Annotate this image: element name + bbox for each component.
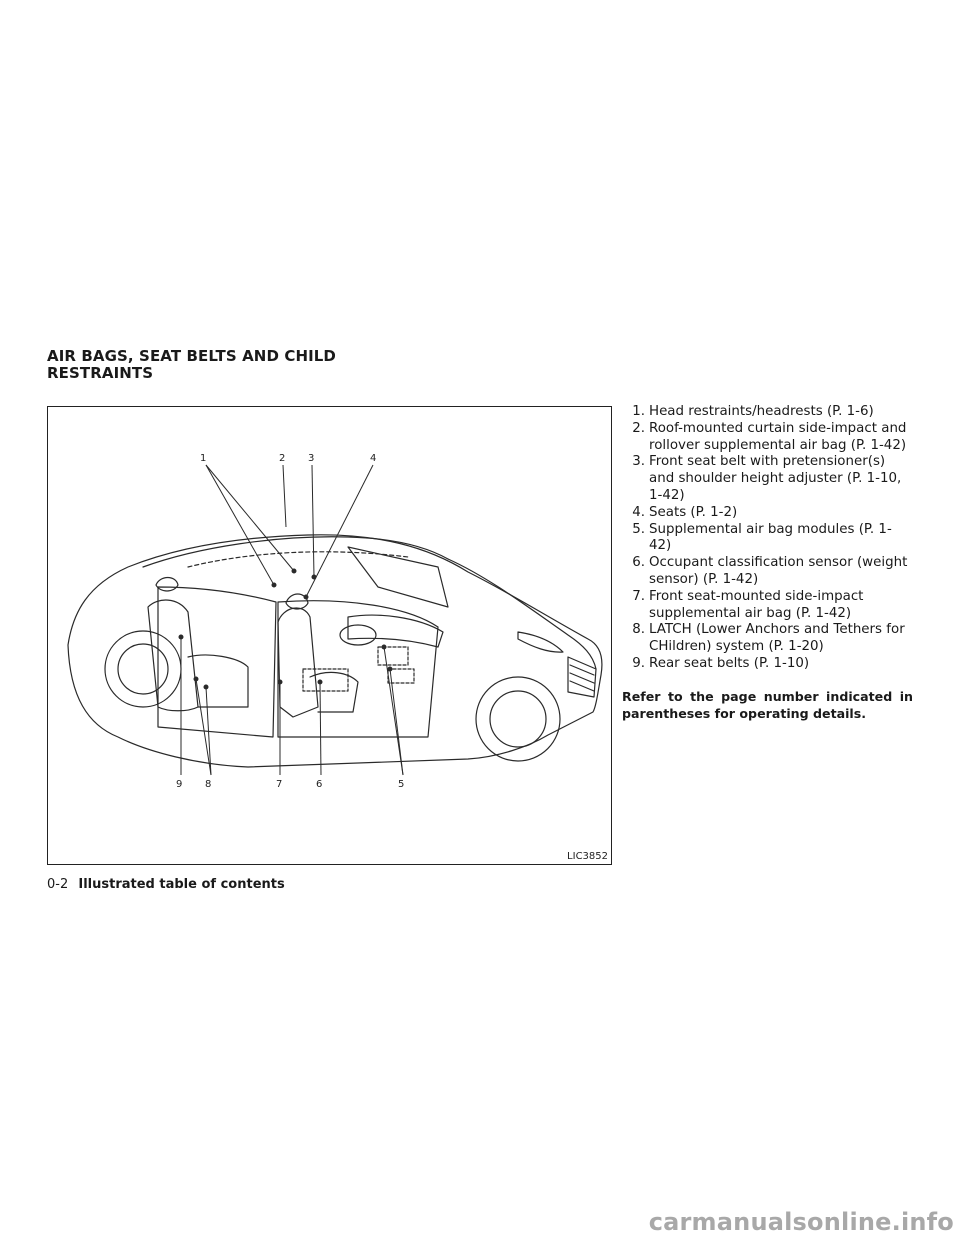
legend-list: 1.Head restraints/headrests (P. 1-6) 2.R… bbox=[622, 404, 912, 673]
legend-num: 9. bbox=[632, 655, 645, 671]
airbag-module bbox=[377, 646, 409, 666]
legend-num: 1. bbox=[632, 404, 645, 419]
legend-item: 8.LATCH (Lower Anchors and Tethers for C… bbox=[622, 622, 912, 656]
page-footer: 0-2 Illustrated table of contents bbox=[47, 877, 285, 892]
weight-sensor bbox=[302, 668, 349, 692]
legend-item: 9.Rear seat belts (P. 1-10) bbox=[622, 656, 912, 673]
legend-num: 5. bbox=[632, 521, 645, 537]
legend-text: Rear seat belts (P. 1-10) bbox=[649, 655, 810, 671]
legend-num: 6. bbox=[632, 555, 645, 571]
legend-num: 4. bbox=[632, 504, 645, 520]
callout-3: 3 bbox=[308, 453, 315, 464]
car-cutaway-drawing bbox=[67, 464, 603, 776]
page-number: 0-2 bbox=[47, 877, 69, 892]
legend-text: Front seat belt with pretensioner(s) and… bbox=[649, 454, 902, 503]
callout-7: 7 bbox=[276, 779, 283, 790]
chapter-title: Illustrated table of contents bbox=[78, 877, 285, 892]
legend-num: 8. bbox=[632, 622, 645, 638]
legend-num: 3. bbox=[632, 454, 645, 470]
legend-num: 2. bbox=[632, 420, 645, 436]
car-hood bbox=[447, 558, 597, 670]
car-illustration-figure: 1 2 3 4 5 6 7 8 9 LIC3852 bbox=[47, 406, 612, 865]
steering-wheel bbox=[339, 624, 377, 646]
legend-num: 7. bbox=[632, 588, 645, 604]
callout-2: 2 bbox=[279, 453, 286, 464]
legend-item: 4.Seats (P. 1-2) bbox=[622, 505, 912, 522]
windshield bbox=[347, 546, 449, 608]
callout-4: 4 bbox=[370, 453, 377, 464]
legend-item: 7.Front seat-mounted side-impact supplem… bbox=[622, 589, 912, 623]
callout-9: 9 bbox=[176, 779, 183, 790]
legend-item: 3.Front seat belt with pretensioner(s) a… bbox=[622, 454, 912, 504]
legend-text: Head restraints/headrests (P. 1-6) bbox=[649, 404, 874, 419]
grille bbox=[567, 656, 597, 698]
legend-text: Seats (P. 1-2) bbox=[649, 504, 738, 520]
section-heading-line1: AIR BAGS, SEAT BELTS AND CHILD bbox=[47, 347, 336, 365]
rear-headrest bbox=[155, 576, 179, 592]
rear-door-opening bbox=[157, 586, 277, 738]
legend-text: Supplemental air bag modules (P. 1-42) bbox=[649, 521, 892, 554]
legend-item: 1. Head restraints/headrests (P. 1-6) bbox=[622, 404, 912, 421]
front-door-opening bbox=[277, 600, 439, 738]
legend-text: Front seat-mounted side-impact supplemen… bbox=[649, 588, 864, 621]
front-wheel bbox=[475, 676, 561, 762]
legend-item: 2.Roof-mounted curtain side-impact and r… bbox=[622, 421, 912, 455]
section-heading: AIR BAGS, SEAT BELTS AND CHILD RESTRAINT… bbox=[47, 348, 447, 382]
legend-text: LATCH (Lower Anchors and Tethers for CHi… bbox=[649, 622, 905, 655]
curtain-airbag bbox=[187, 551, 409, 568]
headlight bbox=[517, 631, 564, 653]
legend-text: Occupant classification sensor (weight s… bbox=[649, 555, 908, 587]
front-headrest bbox=[285, 593, 309, 610]
rear-wheel bbox=[104, 630, 182, 708]
operating-details-note: Refer to the page number indicated in pa… bbox=[622, 689, 913, 721]
car-body-outline bbox=[67, 534, 603, 768]
front-seat bbox=[277, 607, 319, 718]
dashboard bbox=[347, 614, 444, 648]
callout-1: 1 bbox=[200, 453, 207, 464]
legend-item: 6.Occupant classification sensor (weight… bbox=[622, 555, 912, 589]
callout-8: 8 bbox=[205, 779, 212, 790]
legend-item: 5.Supplemental air bag modules (P. 1-42) bbox=[622, 522, 912, 556]
site-watermark[interactable]: carmanualsonline.info bbox=[648, 1208, 954, 1236]
figure-id: LIC3852 bbox=[567, 851, 608, 862]
legend-text: Roof-mounted curtain side-impact and rol… bbox=[649, 420, 907, 453]
car-roof bbox=[142, 536, 449, 568]
rear-seat bbox=[147, 599, 199, 712]
section-heading-line2: RESTRAINTS bbox=[47, 364, 154, 382]
callout-5: 5 bbox=[398, 779, 405, 790]
callout-6: 6 bbox=[316, 779, 323, 790]
